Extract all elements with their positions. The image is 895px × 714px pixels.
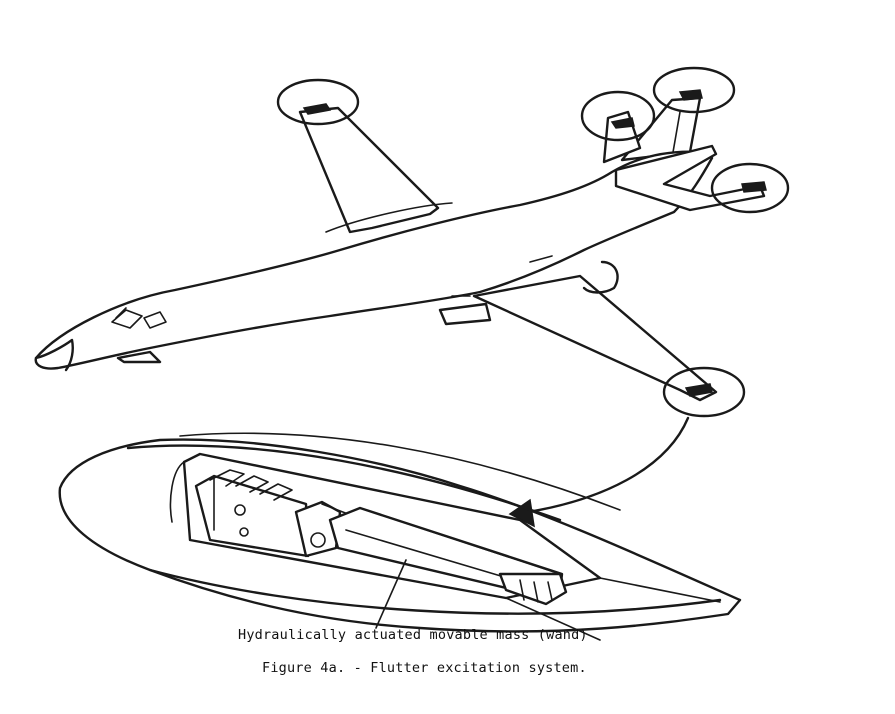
exciter-cutaway bbox=[58, 432, 742, 641]
left-wingtip-exciter-marker bbox=[276, 78, 360, 126]
left-wing bbox=[298, 106, 440, 234]
callout-arrow bbox=[526, 416, 690, 514]
cockpit-window bbox=[111, 309, 143, 329]
right-stabilizer bbox=[614, 144, 766, 212]
label-leader-line bbox=[375, 559, 407, 629]
left-stabilizer-exciter-marker bbox=[580, 90, 656, 142]
aircraft-drawing bbox=[34, 89, 767, 402]
wand-callout-label: Hydraulically actuated movable mass (wan… bbox=[238, 627, 588, 643]
right-wing bbox=[472, 274, 718, 402]
figure-caption: Figure 4a. - Flutter excitation system. bbox=[262, 660, 587, 676]
right-stabilizer-exciter-marker bbox=[710, 162, 790, 214]
pod-outline bbox=[58, 438, 742, 633]
right-wingtip-exciter-marker bbox=[662, 366, 746, 418]
fin-tip-exciter-marker bbox=[652, 66, 736, 114]
